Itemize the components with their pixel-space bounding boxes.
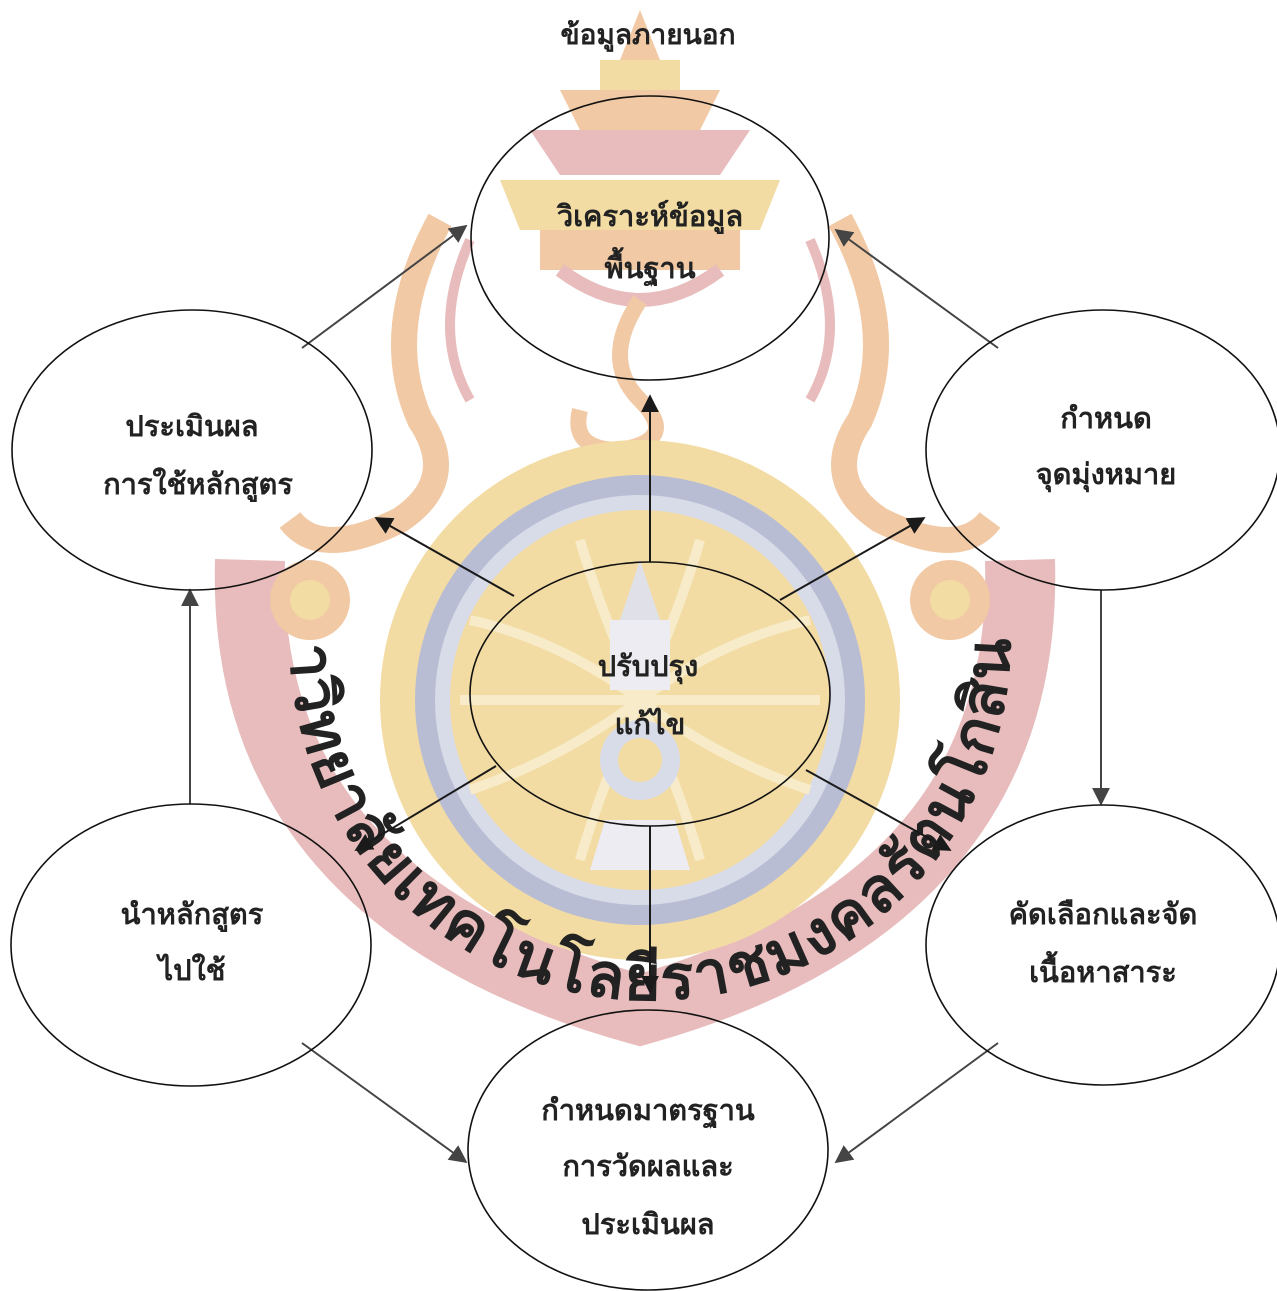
node-analyze-line2: พื้นฐาน xyxy=(604,246,695,287)
node-improve-ellipse xyxy=(469,561,831,827)
edge-content-to-standards xyxy=(834,1042,999,1164)
node-evaluate-ellipse xyxy=(11,309,373,591)
node-evaluate: ประเมินผล การใช้หลักสูตร xyxy=(11,309,373,591)
node-evaluate-line1: ประเมินผล xyxy=(125,409,258,443)
university-emblem-watermark: มหาวิทยาลัยเทคโนโลยีราชมงคลรัตนโกสินทร์ xyxy=(0,0,1056,1047)
node-goals-ellipse xyxy=(925,309,1277,591)
node-improve-line1: ปรับปรุง xyxy=(598,649,699,684)
node-evaluate-line2: การใช้หลักสูตร xyxy=(103,467,293,502)
node-content-line1: คัดเลือกและจัด xyxy=(1009,897,1198,931)
node-analyze: วิเคราะห์ข้อมูล พื้นฐาน xyxy=(470,95,830,381)
node-content: คัดเลือกและจัด เนื้อหาสาระ xyxy=(925,804,1277,1086)
node-implement-ellipse xyxy=(10,803,372,1087)
edge-goals-to-analyze xyxy=(834,228,999,349)
node-standards-line2: การวัดผลและ xyxy=(562,1149,733,1183)
node-analyze-line1: วิเคราะห์ข้อมูล xyxy=(556,199,743,234)
emblem-stupa xyxy=(590,560,690,870)
edge-improve-to-implement xyxy=(354,765,497,851)
node-content-ellipse xyxy=(925,804,1277,1086)
node-implement-line1: นำหลักสูตร xyxy=(121,897,264,932)
node-standards-line1: กำหนดมาตรฐาน xyxy=(541,1093,755,1129)
node-analyze-ellipse xyxy=(470,95,830,381)
external-data-label: ข้อมูลภายนอก xyxy=(560,18,735,52)
cycle-edges xyxy=(181,224,1110,1164)
node-improve-line2: แก้ไข xyxy=(615,707,686,741)
emblem-right-naga xyxy=(805,213,1001,640)
node-goals-line2: จุดมุ่งหมาย xyxy=(1036,457,1177,492)
emblem-sun-rays xyxy=(460,538,820,862)
node-improve: ปรับปรุง แก้ไข xyxy=(469,561,831,827)
node-standards: กำหนดมาตรฐาน การวัดผลและ ประเมินผล xyxy=(467,1009,829,1291)
node-content-line2: เนื้อหาสาระ xyxy=(1029,950,1177,989)
node-standards-ellipse xyxy=(467,1009,829,1291)
edge-improve-to-evaluate xyxy=(374,517,515,597)
node-goals-line1: กำหนด xyxy=(1060,401,1152,435)
edge-improve-to-content xyxy=(805,769,952,851)
node-implement-line2: ไปใช้ xyxy=(156,953,226,987)
node-standards-line3: ประเมินผล xyxy=(581,1207,714,1241)
edge-implement-to-standards xyxy=(301,1042,468,1164)
emblem-left-naga xyxy=(270,213,475,640)
edge-improve-to-goals xyxy=(779,517,926,601)
node-implement: นำหลักสูตร ไปใช้ xyxy=(10,803,372,1087)
edge-evaluate-to-analyze xyxy=(301,224,468,349)
node-goals: กำหนด จุดมุ่งหมาย xyxy=(925,309,1277,591)
emblem-center-swirl xyxy=(570,295,664,459)
